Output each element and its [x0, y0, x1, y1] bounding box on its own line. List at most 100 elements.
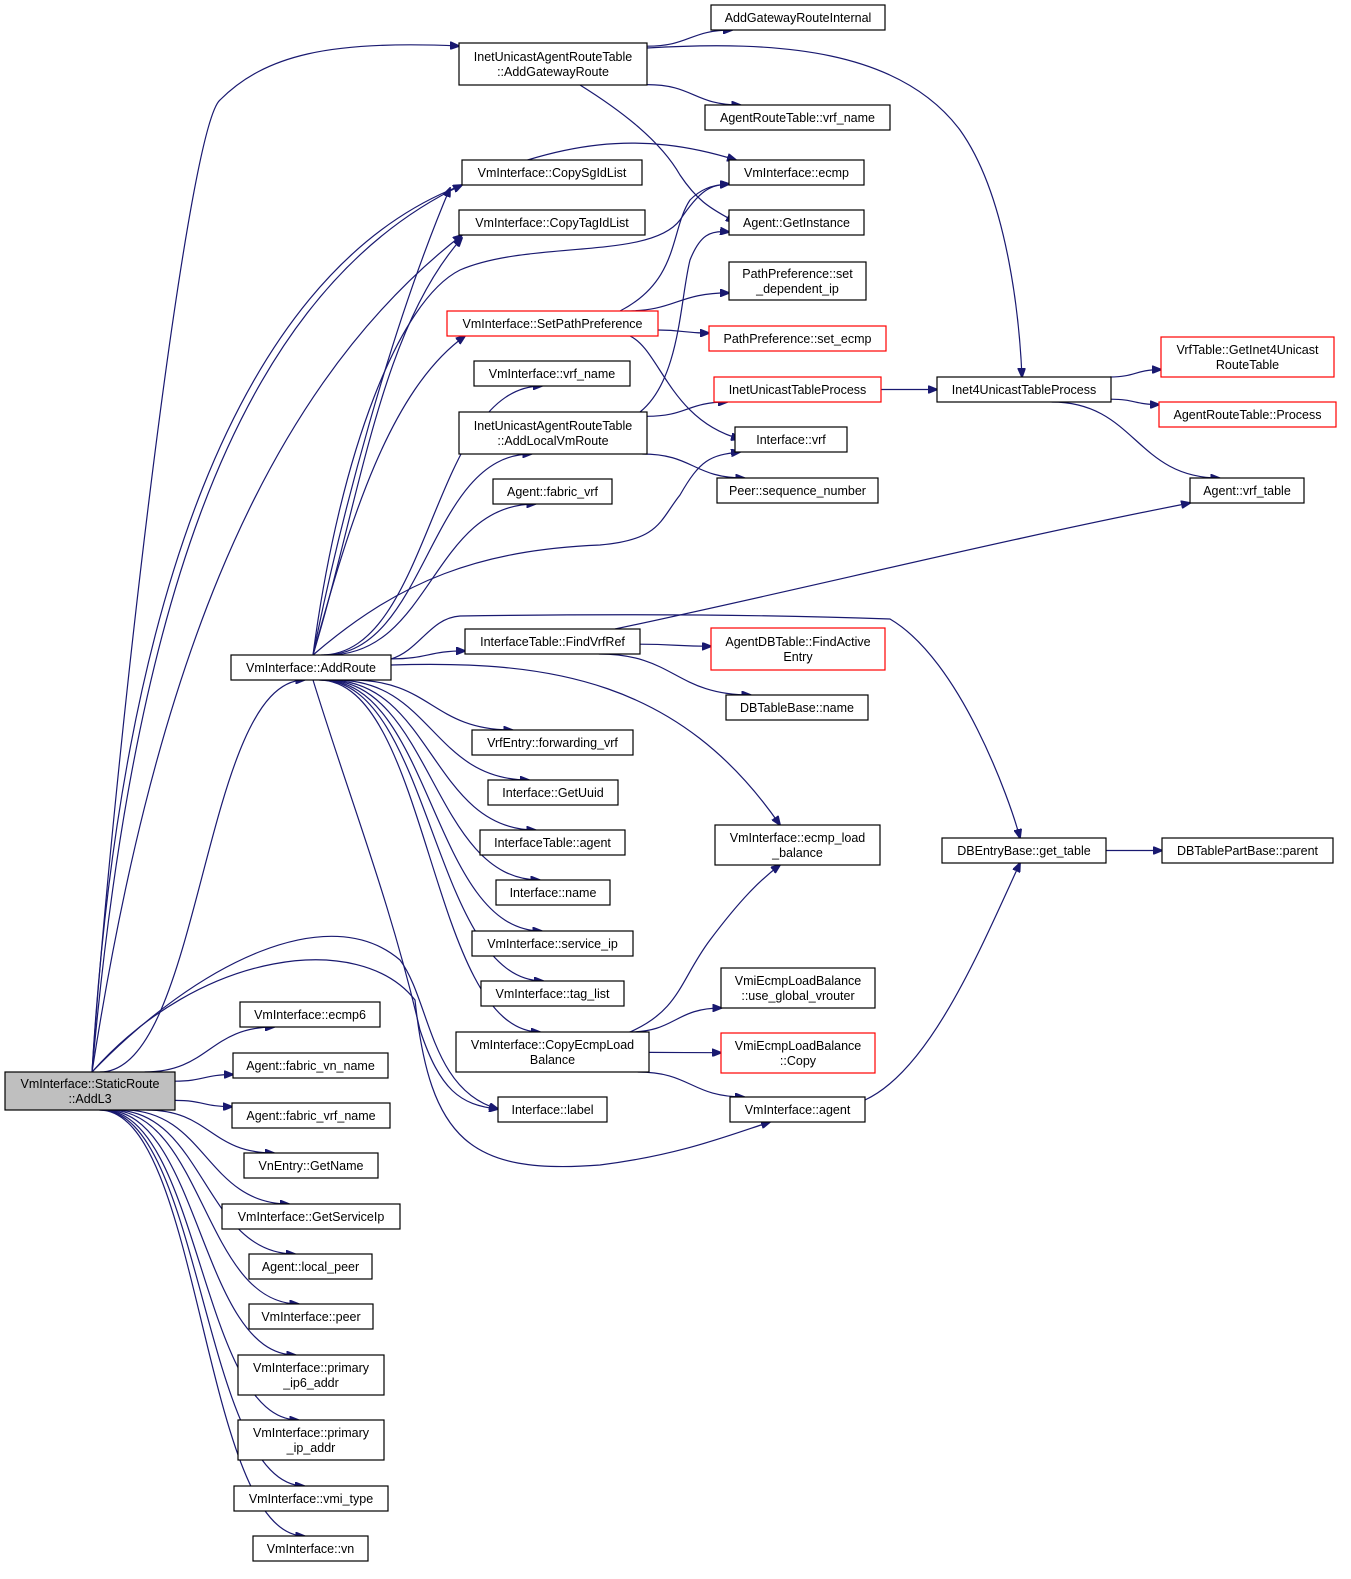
- node-vmilbcopy[interactable]: VmiEcmpLoadBalance::Copy: [720, 1032, 876, 1074]
- node-dbtablename[interactable]: DBTableBase::name: [725, 694, 869, 721]
- edge-root-to-addroute: [99, 680, 305, 1073]
- node-fabricvnname[interactable]: Agent::fabric_vn_name: [232, 1052, 389, 1079]
- node-addlocalvm[interactable]: InetUnicastAgentRouteTable::AddLocalVmRo…: [458, 411, 648, 455]
- node-box: [471, 729, 634, 756]
- node-vmiecmp[interactable]: VmInterface::ecmp: [728, 159, 865, 186]
- node-parent[interactable]: DBTablePartBase::parent: [1161, 837, 1334, 864]
- node-ecmp6[interactable]: VmInterface::ecmp6: [239, 1001, 381, 1028]
- node-box: [708, 325, 887, 352]
- edge-root-to-fabricvnname: [174, 1075, 233, 1082]
- node-label: Peer::sequence_number: [729, 484, 866, 498]
- node-box: [713, 376, 882, 403]
- edge-setpathpref-to-ppsetecmp: [657, 330, 709, 333]
- node-label: VmInterface::primary: [253, 1426, 370, 1440]
- edge-addgwroute-to-inet4tableproc: [646, 45, 1022, 377]
- node-box: [1160, 336, 1335, 378]
- node-label: Interface::vrf: [756, 433, 826, 447]
- node-ppsetecmp[interactable]: PathPreference::set_ecmp: [708, 325, 887, 352]
- node-getinstance[interactable]: Agent::GetInstance: [728, 209, 865, 236]
- node-box: [221, 1203, 401, 1230]
- node-fabricvrf[interactable]: Agent::fabric_vrf: [492, 478, 613, 505]
- edge-addroute-to-copytag: [312, 238, 462, 656]
- edge-addroute-to-vmiecmp: [312, 184, 729, 656]
- node-box: [243, 1152, 379, 1179]
- node-label: ::use_global_vrouter: [741, 989, 854, 1003]
- node-ifname[interactable]: Interface::name: [495, 879, 611, 906]
- edge-findvrfref-to-dbtablename: [598, 653, 751, 695]
- node-label: InetUnicastAgentRouteTable: [474, 50, 632, 64]
- node-getuuid[interactable]: Interface::GetUuid: [487, 779, 619, 806]
- edge-addlocalvm-to-inettableproc: [646, 402, 727, 417]
- node-vmivrfname[interactable]: VmInterface::vrf_name: [473, 360, 631, 387]
- node-agentvrftable[interactable]: Agent::vrf_table: [1189, 477, 1305, 504]
- node-addgwroute[interactable]: InetUnicastAgentRouteTable::AddGatewayRo…: [458, 42, 648, 86]
- node-label: InetUnicastTableProcess: [729, 383, 867, 397]
- node-taglist[interactable]: VmInterface::tag_list: [480, 980, 625, 1007]
- node-ip6addr[interactable]: VmInterface::primary_ip6_addr: [237, 1354, 385, 1396]
- node-ppsetdep[interactable]: PathPreference::set_dependent_ip: [728, 261, 867, 301]
- node-ifvrf[interactable]: Interface::vrf: [734, 426, 848, 453]
- node-iflabel[interactable]: Interface::label: [497, 1096, 608, 1123]
- node-inettableproc[interactable]: InetUnicastTableProcess: [713, 376, 882, 403]
- node-vmivn[interactable]: VmInterface::vn: [252, 1535, 369, 1562]
- node-getglobal[interactable]: VmiEcmpLoadBalance::use_global_vrouter: [720, 967, 876, 1009]
- node-label: InterfaceTable::agent: [494, 836, 611, 850]
- node-ipaddr[interactable]: VmInterface::primary_ip_addr: [237, 1419, 385, 1461]
- node-label: VmInterface::AddRoute: [246, 661, 376, 675]
- node-box: [473, 360, 631, 387]
- node-getserviceip[interactable]: VmInterface::GetServiceIp: [221, 1203, 401, 1230]
- node-label: Agent::vrf_table: [1203, 484, 1291, 498]
- node-box: [714, 824, 881, 866]
- edge-addroute-to-vmivrfname: [321, 386, 542, 656]
- node-inet4tableproc[interactable]: Inet4UnicastTableProcess: [936, 376, 1112, 403]
- edge-addroute-to-fabricvrf: [328, 504, 535, 656]
- edge-addroute-to-iflabel: [312, 679, 498, 1109]
- node-label: VmInterface::service_ip: [487, 937, 618, 951]
- node-label: PathPreference::set_ecmp: [724, 332, 872, 346]
- node-box: [734, 426, 848, 453]
- node-root[interactable]: VmInterface::StaticRoute::AddL3: [4, 1071, 176, 1111]
- node-setpathpref[interactable]: VmInterface::SetPathPreference: [446, 310, 659, 337]
- node-vngetname[interactable]: VnEntry::GetName: [243, 1152, 379, 1179]
- node-addroute[interactable]: VmInterface::AddRoute: [230, 654, 392, 681]
- node-label: InetUnicastAgentRouteTable: [474, 419, 632, 433]
- node-copytag[interactable]: VmInterface::CopyTagIdList: [458, 209, 646, 236]
- node-label: _ip_addr: [286, 1441, 336, 1455]
- node-fabricvrfname[interactable]: Agent::fabric_vrf_name: [231, 1102, 391, 1129]
- node-vmiagent[interactable]: VmInterface::agent: [729, 1096, 866, 1123]
- node-box: [497, 1096, 608, 1123]
- node-label: Agent::GetInstance: [743, 216, 850, 230]
- node-label: AgentRouteTable::Process: [1173, 408, 1321, 422]
- node-label: AddGatewayRouteInternal: [725, 11, 872, 25]
- node-findvrfref[interactable]: InterfaceTable::FindVrfRef: [464, 628, 641, 655]
- node-itagent[interactable]: InterfaceTable::agent: [479, 829, 626, 856]
- edge-inet4tableproc-to-getinet4: [1109, 370, 1161, 378]
- node-ecmplb[interactable]: VmInterface::ecmp_load_balance: [714, 824, 881, 866]
- node-vmipeer[interactable]: VmInterface::peer: [248, 1303, 374, 1330]
- edge-root-to-getserviceip: [123, 1109, 290, 1204]
- node-copysg[interactable]: VmInterface::CopySgIdList: [461, 159, 643, 186]
- node-artvrfname[interactable]: AgentRouteTable::vrf_name: [704, 104, 891, 131]
- node-fwdvrf[interactable]: VrfEntry::forwarding_vrf: [471, 729, 634, 756]
- edge-root-to-vmivn: [99, 1109, 304, 1536]
- node-label: VmInterface::primary: [253, 1361, 370, 1375]
- node-peerseq[interactable]: Peer::sequence_number: [716, 477, 879, 504]
- node-addgwinternal[interactable]: AddGatewayRouteInternal: [710, 4, 886, 31]
- edge-findvrfref-to-findactive: [639, 644, 711, 646]
- node-label: DBEntryBase::get_table: [957, 844, 1090, 858]
- node-gettable[interactable]: DBEntryBase::get_table: [941, 837, 1107, 864]
- node-label: AgentRouteTable::vrf_name: [720, 111, 875, 125]
- node-label: DBTablePartBase::parent: [1177, 844, 1319, 858]
- node-serviceip[interactable]: VmInterface::service_ip: [471, 930, 634, 957]
- edge-setpathpref-to-ppsetdep: [624, 293, 729, 312]
- node-artprocess[interactable]: AgentRouteTable::Process: [1158, 401, 1337, 428]
- node-label: VmInterface::CopySgIdList: [478, 166, 627, 180]
- node-vmitype[interactable]: VmInterface::vmi_type: [233, 1485, 389, 1512]
- edge-addgwroute-to-artvrfname: [646, 84, 740, 105]
- node-label: VmInterface::ecmp: [744, 166, 849, 180]
- node-box: [458, 209, 646, 236]
- node-localpeer[interactable]: Agent::local_peer: [248, 1253, 373, 1280]
